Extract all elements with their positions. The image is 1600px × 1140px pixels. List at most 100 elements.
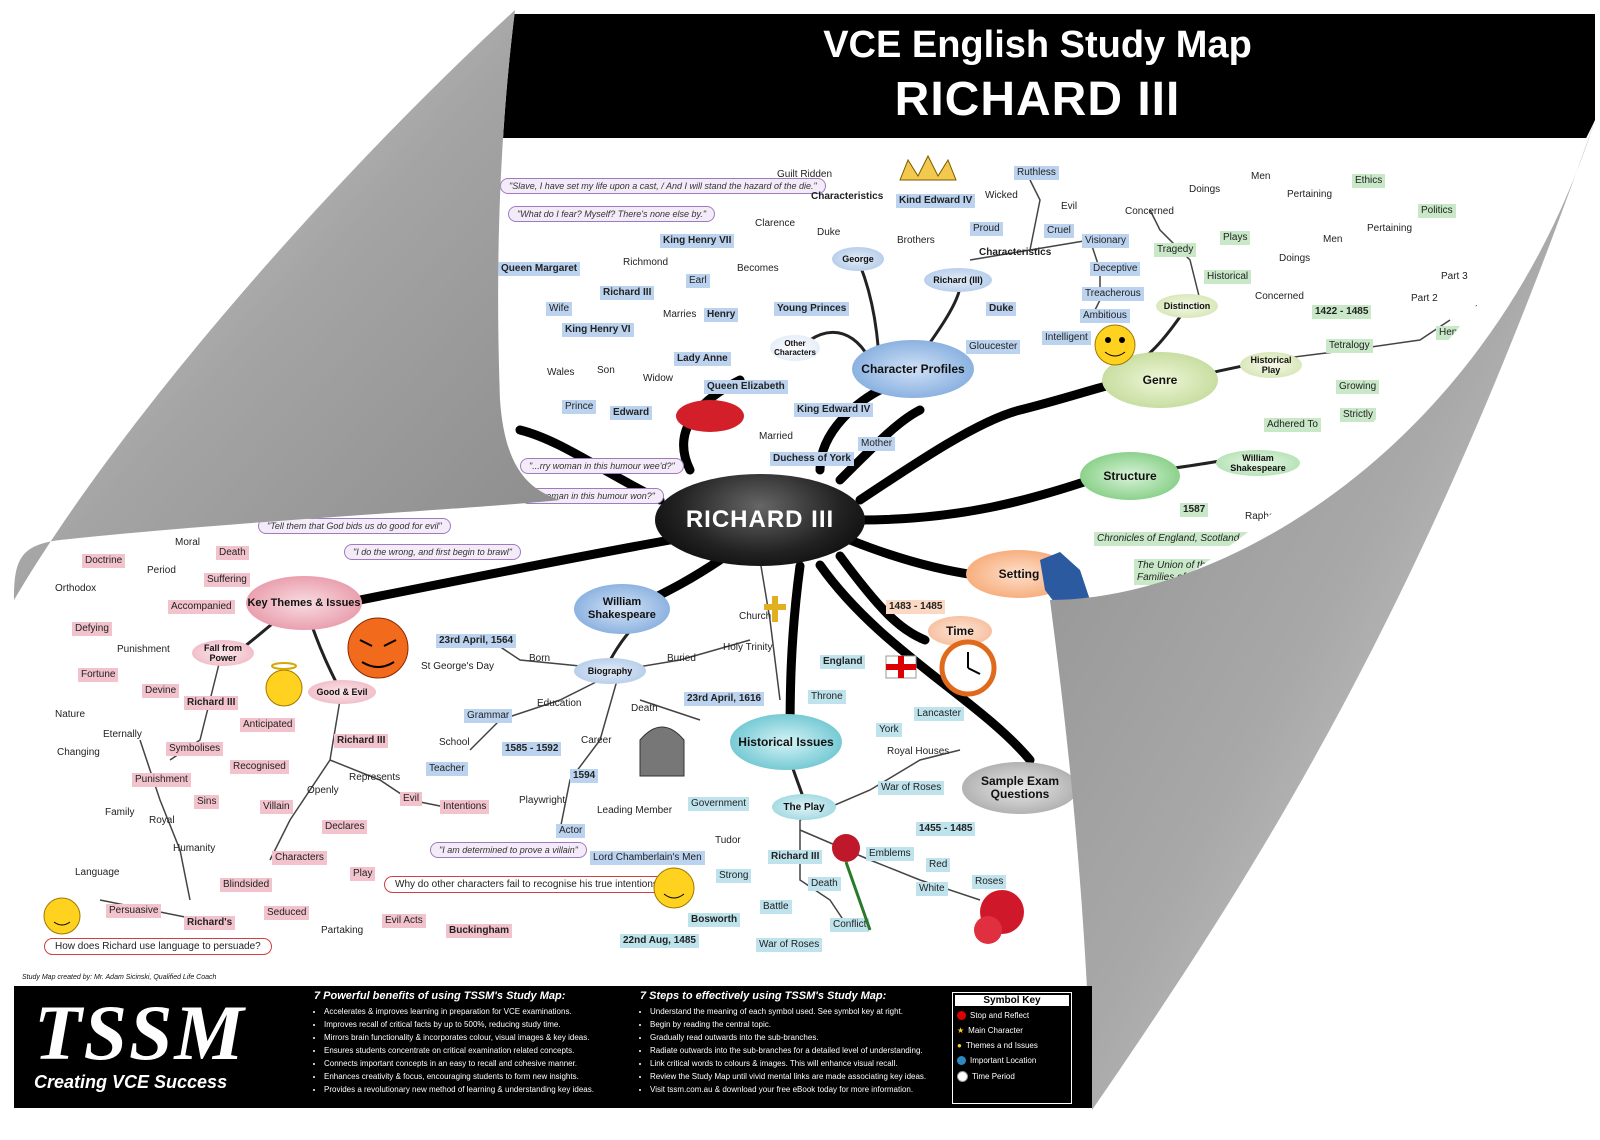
benefit-item: Mirrors brain functionality & incorporat… [324, 1031, 624, 1044]
label-widow: Widow [643, 373, 674, 384]
hub-genre: Genre [1102, 352, 1218, 408]
label-ruthless: Ruthless [1014, 166, 1059, 180]
label-doings: Doings [1189, 184, 1221, 195]
label-evil: Evil [1061, 201, 1078, 212]
label-lady-anne: Lady Anne [674, 352, 731, 366]
hub-sample-exam: Sample Exam Questions [962, 762, 1078, 814]
label-deceptive: Deceptive [1090, 262, 1141, 276]
label-tudor: Tudor [715, 835, 741, 846]
hub-george: George [832, 247, 884, 271]
header-title: VCE English Study Map [823, 24, 1252, 66]
label-school: School [439, 737, 470, 748]
benefit-item: Ensures students concentrate on critical… [324, 1044, 624, 1057]
label-king-edward-iv: King Edward IV [794, 403, 874, 417]
hub-time: Time [928, 616, 992, 646]
label-blindsided: Blindsided [220, 878, 273, 892]
label-concerned2: Concerned [1255, 291, 1304, 302]
tombstone-icon [639, 726, 685, 777]
label-characteristics: Characteristics [811, 191, 884, 202]
label-tetralogy: Tetralogy [1326, 339, 1373, 353]
label-richard-iii-d: Richard III [184, 696, 239, 710]
label-recognised: Recognised [230, 760, 289, 774]
credit-text: Study Map created by: Mr. Adam Sicinski,… [22, 974, 217, 981]
label-source: Source Material [1326, 470, 1403, 484]
steps-column: 7 Steps to effectively using TSSM's Stud… [640, 990, 945, 1096]
label-proud: Proud [970, 222, 1003, 236]
label-changing: Changing [57, 747, 100, 758]
hub-other-characters: Other Characters [770, 335, 820, 361]
label-buckingham: Buckingham [446, 924, 513, 938]
label-seduced: Seduced [264, 906, 310, 920]
label-interest: Interest [1405, 392, 1439, 403]
label-roses: Roses [972, 875, 1007, 889]
label-duke2: Duke [986, 302, 1017, 316]
label-strong: Strong [716, 869, 752, 883]
england-flag-icon [885, 655, 917, 679]
tagline: Creating VCE Success [34, 1072, 228, 1092]
label-clarence: Clarence [755, 218, 796, 229]
label-adhered: Adhered To [1264, 418, 1321, 432]
label-year1594: 1594 [570, 769, 599, 783]
label-battle: Battle [760, 900, 792, 914]
step-item: Link critical words to colours & images.… [650, 1057, 945, 1070]
label-fortune: Fortune [78, 668, 119, 682]
label-growing: Growing [1336, 380, 1380, 394]
benefit-item: Improves recall of critical facts by up … [324, 1018, 624, 1031]
exam-question: Why do other characters fail to recognis… [384, 876, 675, 893]
label-pertaining: Pertaining [1287, 189, 1333, 200]
quote: "Tell them that God bids us do good for … [258, 518, 451, 534]
clock-icon [957, 1071, 968, 1082]
label-conflict: Conflict [830, 918, 870, 932]
label-richard-iii-a: Richard III [600, 286, 655, 300]
stop-icon [957, 1011, 966, 1020]
label-richmond: Richmond [623, 257, 669, 268]
label-nature: Nature [55, 709, 86, 720]
label-white: White [916, 882, 948, 896]
label-date-birth: 23rd April, 1564 [436, 634, 517, 648]
label-brothers: Brothers [897, 235, 935, 246]
label-actor: Actor [556, 824, 586, 838]
label-doctrine: Doctrine [82, 554, 126, 568]
label-war-roses2: War of Roses [756, 938, 823, 952]
label-moral: Moral [175, 537, 201, 548]
label-son: Son [597, 365, 615, 376]
benefit-item: Enhances creativity & focus, encouraging… [324, 1070, 624, 1083]
label-year1587: 1587 [1180, 503, 1209, 517]
label-defying: Defying [72, 622, 112, 636]
label-throne: Throne [808, 690, 846, 704]
label-holy-trinity: Holy Trinity [723, 642, 773, 653]
label-leading: Leading Member [597, 805, 673, 816]
footer-panel: Study Map created by: Mr. Adam Sicinski,… [14, 974, 1092, 1108]
label-death-a: Death [216, 546, 249, 560]
central-topic: RICHARD III [655, 474, 865, 566]
label-richard-iii-b: Richard III [1441, 353, 1487, 364]
label-kind-edward: Kind Edward IV [896, 194, 976, 208]
label-evil2: Evil [400, 792, 423, 806]
label-villain: Villain [260, 800, 293, 814]
step-item: Begin by reading the central topic. [650, 1018, 945, 1031]
label-grammar: Grammar [464, 709, 513, 723]
key-item-location: Important Location [953, 1053, 1071, 1068]
label-historical: Historical [1204, 270, 1252, 284]
label-chamberlain: Lord Chamberlain's Men [590, 851, 705, 865]
label-lancaster: Lancaster [914, 707, 964, 721]
label-wales: Wales [547, 367, 575, 378]
label-prince: Prince [562, 400, 597, 414]
step-item: Radiate outwards into the sub-branches f… [650, 1044, 945, 1057]
label-york: York [876, 723, 902, 737]
label-royal-houses: Royal Houses [887, 746, 950, 757]
step-item: Visit tssm.com.au & download your free e… [650, 1083, 945, 1096]
symbol-key: Symbol Key Stop and Reflect ★Main Charac… [952, 992, 1072, 1104]
label-anticipated: Anticipated [240, 718, 296, 732]
hub-ws-structure: William Shakespeare [1216, 450, 1300, 476]
label-union: The Union of the Two Noble & Illustrious… [1134, 559, 1320, 585]
label-playwright: Playwright [519, 795, 566, 806]
star-icon: ★ [957, 1026, 965, 1035]
step-item: Review the Study Map until vivid mental … [650, 1070, 945, 1083]
label-evil-acts: Evil Acts [382, 914, 426, 928]
label-teacher: Teacher [426, 762, 468, 776]
header-subtitle: RICHARD III [894, 73, 1181, 126]
exam-question: How does Richard use language to persuad… [44, 938, 272, 955]
label-education: Education [537, 698, 582, 709]
